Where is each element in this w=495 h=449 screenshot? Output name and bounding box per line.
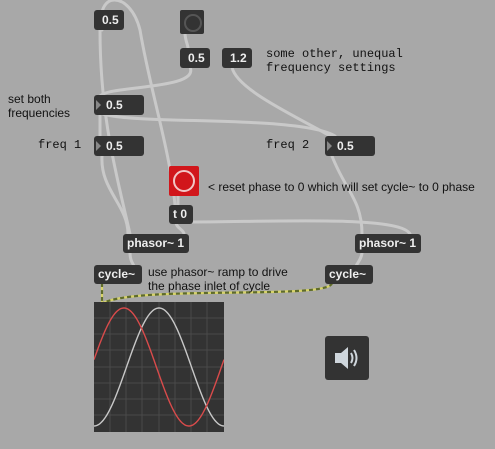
object-label: t 0 — [173, 207, 188, 221]
number-box-freq2[interactable]: 0.5 — [325, 136, 375, 156]
speaker-dac-button[interactable] — [325, 336, 369, 380]
cycle-left[interactable]: cycle~ — [94, 265, 142, 284]
number-box-b[interactable]: 1.2 — [222, 48, 252, 68]
comment-other-freq: some other, unequal frequency settings — [266, 47, 403, 75]
comment-ramp: use phasor~ ramp to drive the phase inle… — [148, 265, 288, 293]
comment-line: frequencies — [8, 106, 71, 120]
comment-line: set both — [8, 92, 51, 106]
object-label: cycle~ — [98, 267, 136, 281]
triangle-icon — [96, 141, 101, 151]
number-box-freq1[interactable]: 0.5 — [94, 136, 144, 156]
number-value: 0.5 — [188, 51, 205, 65]
object-label: phasor~ 1 — [359, 236, 417, 250]
comment-freq2: freq 2 — [266, 138, 310, 152]
bang-button-top[interactable] — [180, 10, 204, 34]
comment-line: some other, unequal — [266, 47, 403, 61]
number-value: 0.5 — [106, 98, 123, 112]
number-box-both[interactable]: 0.5 — [94, 95, 144, 115]
number-value: 0.5 — [337, 139, 354, 153]
phasor-left[interactable]: phasor~ 1 — [123, 234, 189, 253]
cycle-right[interactable]: cycle~ — [325, 265, 373, 284]
number-value: 0.5 — [106, 139, 123, 153]
oscilloscope-traces — [93, 302, 225, 432]
triangle-icon — [96, 100, 101, 110]
bang-button-icon — [173, 170, 195, 192]
comment-freq1: freq 1 — [38, 138, 82, 152]
comment-set-both: set both frequencies — [8, 92, 70, 120]
comment-reset: < reset phase to 0 which will set cycle~… — [208, 180, 475, 194]
bang-button-reset[interactable] — [169, 166, 199, 196]
number-value: 1.2 — [230, 51, 247, 65]
number-box-a[interactable]: 0.5 — [180, 48, 210, 68]
comment-line: use phasor~ ramp to drive — [148, 265, 288, 279]
number-box-top[interactable]: 0.5 — [94, 10, 124, 30]
triangle-icon — [327, 141, 332, 151]
number-value: 0.5 — [102, 13, 119, 27]
speaker-icon — [335, 347, 358, 369]
trigger-object[interactable]: t 0 — [169, 205, 193, 224]
object-label: cycle~ — [329, 267, 367, 281]
bang-button-icon — [184, 14, 202, 32]
object-label: phasor~ 1 — [127, 236, 185, 250]
oscilloscope-display[interactable] — [93, 302, 225, 432]
phasor-right[interactable]: phasor~ 1 — [355, 234, 421, 253]
comment-line: frequency settings — [266, 61, 396, 75]
comment-line: the phase inlet of cycle — [148, 279, 271, 293]
